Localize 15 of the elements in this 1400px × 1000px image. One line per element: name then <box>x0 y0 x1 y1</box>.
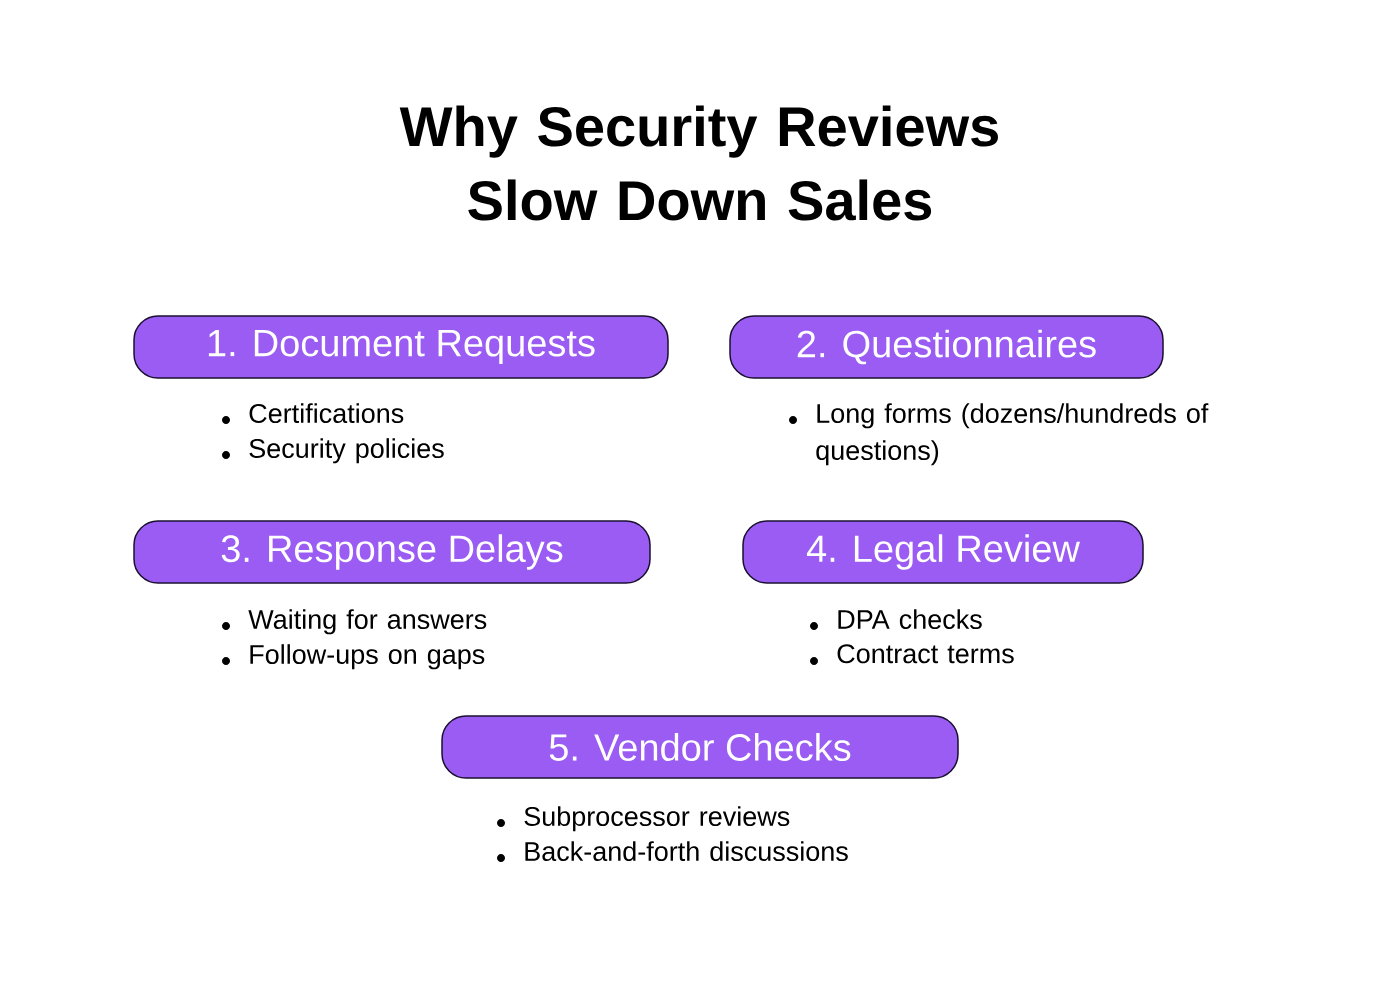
bullet-item: Certifications <box>222 403 404 424</box>
bullet-item: Security policies <box>222 438 444 464</box>
bullet-item: Contract terms <box>810 644 1014 665</box>
heading-pill: 1. Document Requests <box>133 315 669 379</box>
bullet-item: Follow-ups on gaps <box>222 644 485 670</box>
bullet-item: DPA checks <box>810 609 982 630</box>
heading-pill: 5. Vendor Checks <box>441 715 959 779</box>
bullet-item: Waiting for answers <box>222 609 487 635</box>
bullet-item: Subprocessor reviews <box>497 806 790 832</box>
heading-pill: 3. Response Delays <box>133 520 651 584</box>
heading-pill: 4. Legal Review <box>742 520 1144 584</box>
title: Why Security Reviews Slow Down Sales <box>399 105 998 221</box>
bullet-item: Long forms (dozens/hundreds of questions) <box>789 403 1209 466</box>
heading-pill: 2. Questionnaires <box>729 315 1164 379</box>
bullet-item: Back-and-forth discussions <box>497 841 848 862</box>
